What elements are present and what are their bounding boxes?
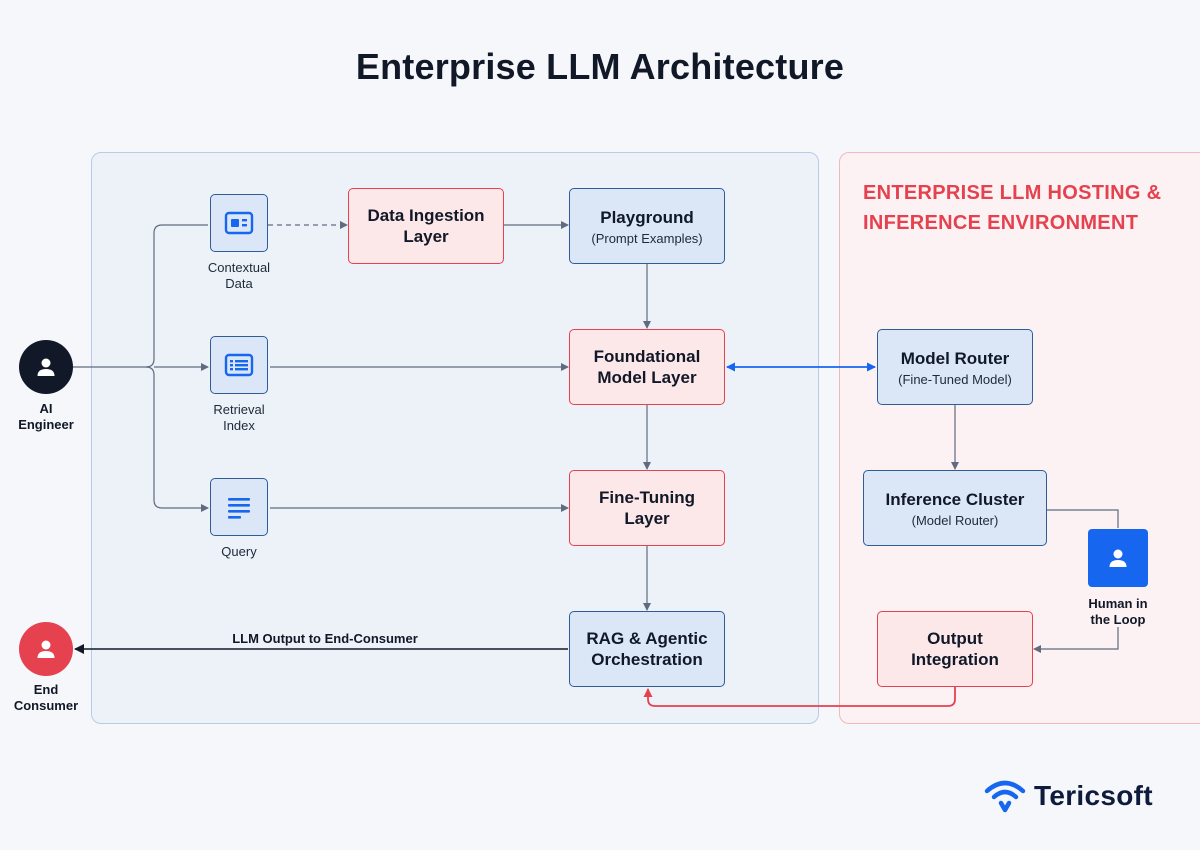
inference-cluster-subtitle: (Model Router) — [911, 512, 999, 528]
inference-cluster-title: Inference Cluster — [885, 489, 1025, 509]
fine-tuning-title: Fine-Tuning Layer — [599, 488, 695, 528]
contextual-data-label: Contextual Data — [207, 260, 271, 291]
output-integration-title: Output Integration — [911, 629, 999, 669]
llm-output-edge-label: LLM Output to End-Consumer — [232, 631, 418, 646]
playground-box: Playground (Prompt Examples) — [569, 188, 725, 264]
edge-inference-human — [1047, 509, 1119, 528]
id-card-icon — [224, 211, 254, 235]
output-integration-box: Output Integration — [877, 611, 1033, 687]
human-in-loop-label: Human in the Loop — [1088, 596, 1148, 627]
end-consumer-avatar — [19, 622, 73, 676]
rag-title: RAG & Agentic Orchestration — [586, 629, 708, 669]
playground-title: Playground — [600, 207, 694, 227]
retrieval-index-node — [210, 336, 268, 394]
brand-name: Tericsoft — [1034, 780, 1153, 811]
edge-output-rag — [643, 687, 956, 707]
rag-orchestration-box: RAG & Agentic Orchestration — [569, 611, 725, 687]
foundational-model-layer-box: Foundational Model Layer — [569, 329, 725, 405]
inference-cluster-box: Inference Cluster (Model Router) — [863, 470, 1047, 546]
end-consumer-label: End Consumer — [13, 682, 79, 713]
data-ingestion-title: Data Ingestion Layer — [367, 206, 485, 246]
edge-human-output — [1033, 627, 1119, 653]
page-title: Enterprise LLM Architecture — [355, 46, 845, 87]
table-list-icon — [224, 353, 254, 377]
model-router-box: Model Router (Fine-Tuned Model) — [877, 329, 1033, 405]
query-label: Query — [221, 544, 257, 559]
ai-engineer-avatar — [19, 340, 73, 394]
text-lines-icon — [228, 498, 250, 519]
wifi-logo-icon — [984, 780, 1026, 813]
person-icon — [37, 358, 55, 376]
hosting-environment-title: ENTERPRISE LLM HOSTING & INFERENCE ENVIR… — [863, 182, 1162, 234]
brand-logo: Tericsoft — [984, 778, 1153, 814]
model-router-subtitle: (Fine-Tuned Model) — [898, 371, 1012, 387]
ai-engineer-label: AI Engineer — [18, 401, 74, 432]
human-in-loop-node — [1088, 529, 1148, 587]
data-ingestion-layer-box: Data Ingestion Layer — [348, 188, 504, 264]
model-router-title: Model Router — [900, 348, 1010, 368]
person-icon — [37, 640, 55, 658]
playground-subtitle: (Prompt Examples) — [591, 230, 703, 246]
retrieval-index-label: Retrieval Index — [213, 402, 265, 433]
edge-branch-brace — [145, 224, 209, 512]
foundational-title: Foundational Model Layer — [593, 347, 701, 387]
fine-tuning-layer-box: Fine-Tuning Layer — [569, 470, 725, 546]
person-icon — [1109, 549, 1127, 567]
query-node — [210, 478, 268, 536]
contextual-data-node — [210, 194, 268, 252]
